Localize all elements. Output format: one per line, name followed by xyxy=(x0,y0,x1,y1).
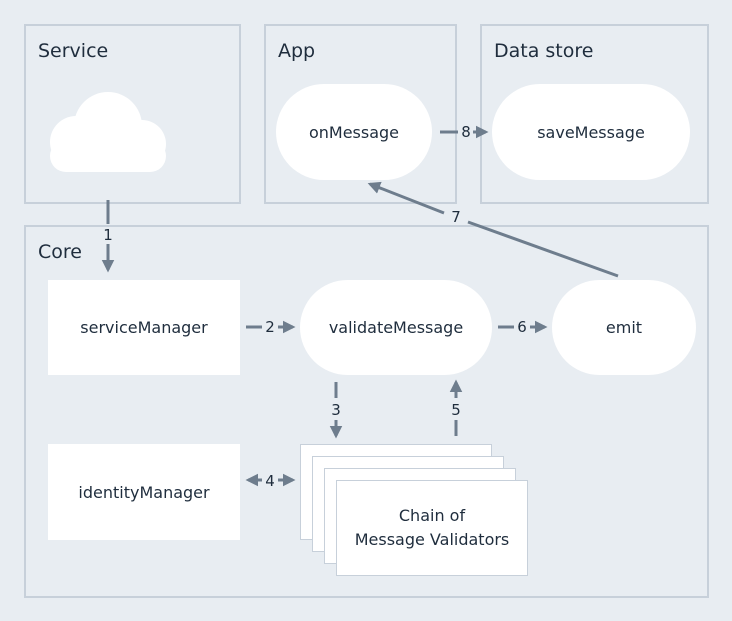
service-manager-node: serviceManager xyxy=(48,280,240,375)
cloud-icon xyxy=(50,92,166,172)
on-message-node: onMessage xyxy=(276,84,432,180)
edge-7-line xyxy=(467,220,619,278)
save-message-label: saveMessage xyxy=(537,122,645,142)
service-manager-label: serviceManager xyxy=(80,318,208,337)
validator-card-front: Chain of Message Validators xyxy=(336,480,528,576)
on-message-label: onMessage xyxy=(308,122,400,142)
identity-manager-label: identityManager xyxy=(78,482,210,502)
emit-label: emit xyxy=(605,318,643,337)
edge-7-label: 7 xyxy=(451,208,461,226)
validators-line2: Message Validators xyxy=(354,530,510,549)
edge-5-label: 5 xyxy=(451,401,461,419)
edge-3-label: 3 xyxy=(331,401,341,419)
app-group-label: App xyxy=(278,40,316,62)
service-group: Service xyxy=(24,24,241,204)
validate-message-label: validateMessage xyxy=(328,318,464,337)
validate-message-node: validateMessage xyxy=(300,280,492,375)
save-message-node: saveMessage xyxy=(492,84,690,180)
edge-4-label: 4 xyxy=(265,472,275,490)
data-store-group-label: Data store xyxy=(494,40,594,62)
identity-manager-node: identityManager xyxy=(48,444,240,540)
edge-8-label: 8 xyxy=(461,123,471,141)
edge-6-label: 6 xyxy=(517,318,527,336)
service-group-label: Service xyxy=(38,40,109,62)
edge-7-line-b xyxy=(367,181,445,215)
edge-1-label: 1 xyxy=(103,226,113,244)
validators-text: Chain of Message Validators xyxy=(355,504,510,552)
emit-node: emit xyxy=(552,280,696,375)
validators-line1: Chain of xyxy=(398,506,466,525)
core-group-label: Core xyxy=(38,241,82,263)
edge-2-label: 2 xyxy=(265,318,275,336)
